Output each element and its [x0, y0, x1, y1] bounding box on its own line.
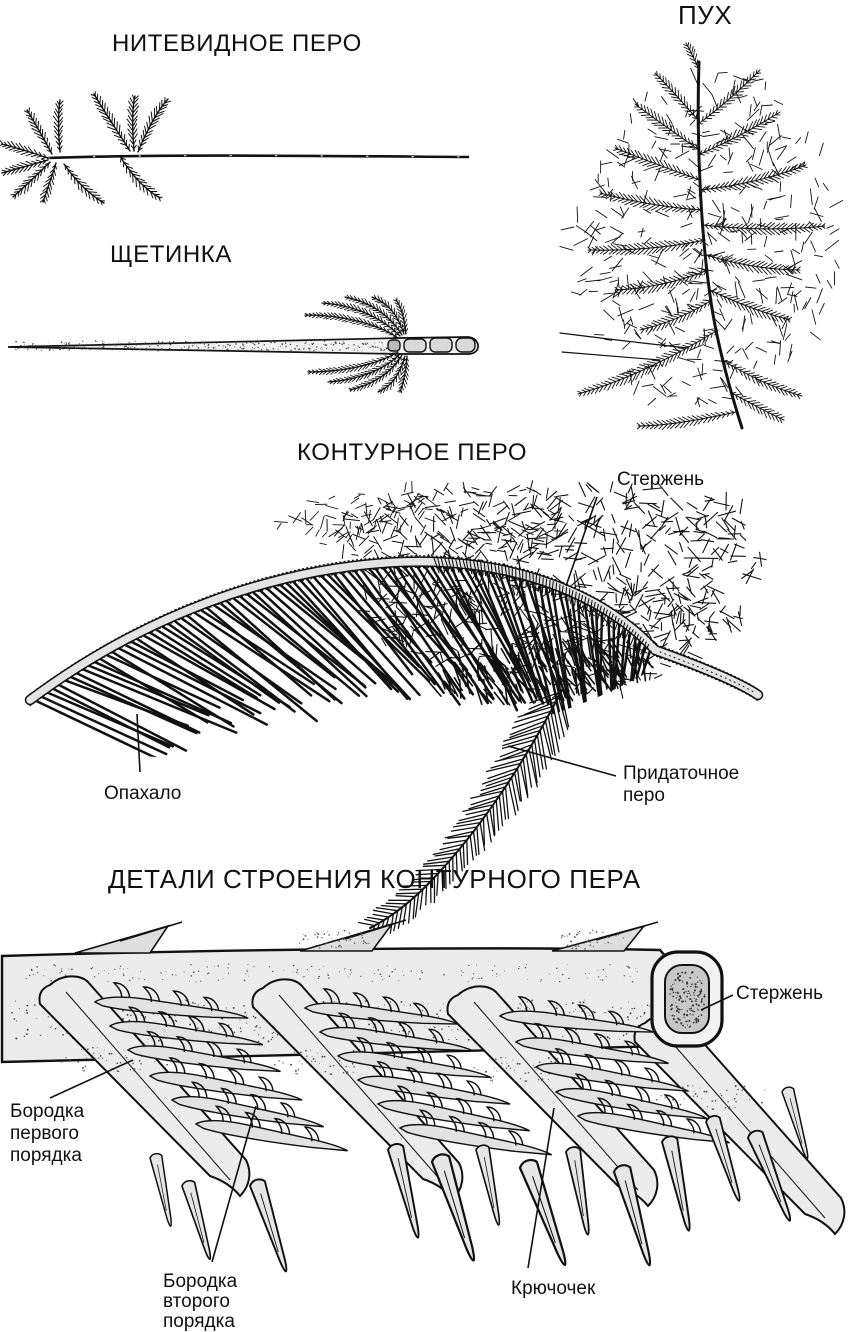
figure-bristle — [7, 294, 479, 394]
leader-detail-hooklet — [527, 1107, 555, 1269]
title-detail: ДЕТАЛИ СТРОЕНИЯ КОНТУРНОГО ПЕРА — [108, 864, 641, 894]
title-filoplume: НИТЕВИДНОЕ ПЕРО — [112, 30, 362, 57]
label-contour-vane: Опахало — [104, 783, 182, 804]
figure-filoplume — [0, 91, 470, 205]
leader-contour-afterfeather — [507, 745, 617, 777]
figure-detail-structure — [0, 919, 846, 1275]
label-contour-shaft: Стержень — [617, 469, 705, 490]
label-detail-hooklet: Крючочек — [511, 1278, 596, 1299]
leader-contour-shaft — [565, 496, 598, 587]
label-detail-barb-first: Бородка первого порядка — [10, 1101, 85, 1166]
leader-contour-vane — [136, 713, 141, 773]
title-contour: КОНТУРНОЕ ПЕРО — [297, 439, 528, 466]
label-detail-shaft: Стержень — [736, 983, 824, 1004]
title-down: ПУХ — [678, 0, 733, 30]
leader-detail-shaft — [700, 994, 734, 1011]
title-bristle: ЩЕТИНКА — [110, 241, 232, 268]
figure-contour-feather — [30, 480, 767, 944]
label-detail-barb-second: Бородка второго порядка — [163, 1271, 238, 1332]
leader-detail-barb-first — [49, 1059, 134, 1099]
label-contour-afterfeather: Придаточное перо — [623, 763, 740, 806]
leader-detail-barb-second — [211, 1105, 257, 1263]
figure-down — [559, 42, 844, 431]
